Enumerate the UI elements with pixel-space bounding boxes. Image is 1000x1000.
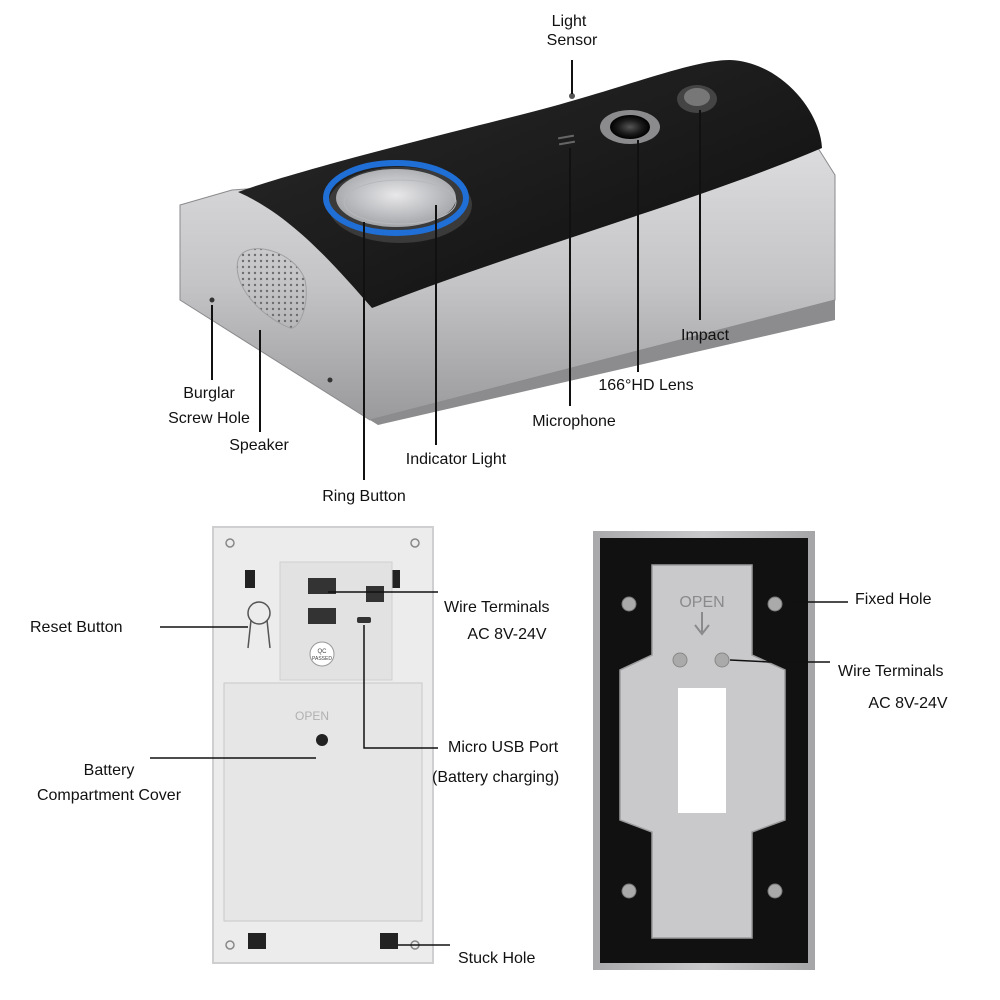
mounting-plate-view: OPEN <box>593 531 815 970</box>
plate-wire-terminal-left <box>672 652 688 668</box>
plate-wire-terminal-right <box>714 652 730 668</box>
label-speaker: Speaker <box>229 437 289 454</box>
label-stuck-hole: Stuck Hole <box>458 950 536 967</box>
label-ac-back: AC 8V-24V <box>467 626 547 643</box>
microphone-holes <box>557 134 576 146</box>
label-compartment-cover: Compartment Cover <box>36 787 182 804</box>
label-burglar: Burglar <box>183 385 235 402</box>
passed-mark: PASSED <box>312 656 332 662</box>
wire-terminals-back <box>308 578 336 594</box>
reset-button-keyhole <box>247 601 271 649</box>
label-light-sensor-line2: Sensor <box>546 32 598 49</box>
qc-mark: QC <box>318 649 328 655</box>
label-impact: Impact <box>680 327 730 344</box>
label-reset-button: Reset Button <box>30 619 123 636</box>
micro-usb-port <box>357 617 371 623</box>
label-micro-usb: Micro USB Port <box>448 739 559 756</box>
black-top-panel <box>238 60 822 308</box>
qc-sticker <box>309 641 335 667</box>
label-wire-terminals-back: Wire Terminals <box>444 599 550 616</box>
fixed-hole-right <box>767 596 783 612</box>
battery-compartment-cover <box>223 682 423 922</box>
label-battery: Battery <box>83 762 135 779</box>
label-indicator-light: Indicator Light <box>405 451 507 468</box>
plate-open-mark: OPEN <box>679 594 724 611</box>
fixed-hole-left <box>621 596 637 612</box>
label-ac-plate: AC 8V-24V <box>868 695 948 712</box>
label-hd-lens: 166°HD Lens <box>598 377 694 394</box>
burglar-screw-hole <box>209 297 215 303</box>
label-screw-hole: Screw Hole <box>168 410 250 427</box>
speaker-grill <box>236 248 307 329</box>
label-wire-terminals-plate: Wire Terminals <box>838 663 944 680</box>
ring-button-glow <box>323 160 469 236</box>
stuck-hole <box>380 933 398 949</box>
back-open-mark: OPEN <box>295 709 329 723</box>
doorbell-back-view: QC PASSED OPEN <box>212 526 434 964</box>
label-light-sensor-line1: Light <box>551 13 587 30</box>
label-battery-charging: (Battery charging) <box>432 769 560 786</box>
callout-lines-bottom <box>150 591 848 946</box>
label-fixed-hole: Fixed Hole <box>855 591 932 608</box>
label-ring-button: Ring Button <box>322 488 406 505</box>
callout-lines-top <box>211 60 701 480</box>
plate-cable-slot <box>678 688 726 813</box>
label-microphone: Microphone <box>532 413 616 430</box>
ring-button <box>336 169 456 227</box>
light-sensor <box>569 93 575 99</box>
doorbell-front-view <box>179 60 836 425</box>
